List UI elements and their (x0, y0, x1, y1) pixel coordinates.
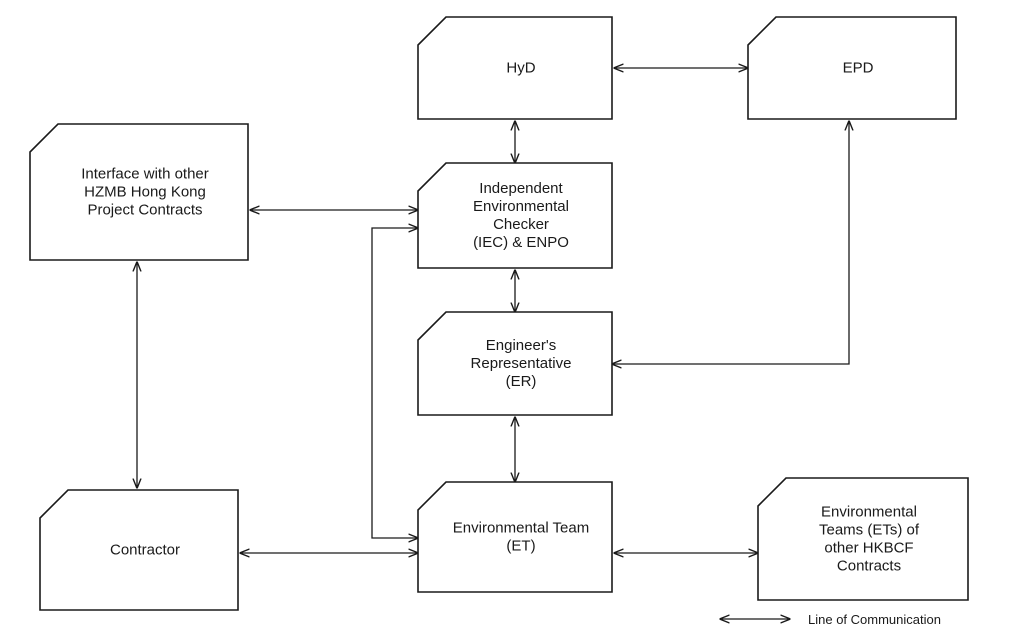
node-iec-shape (417, 162, 613, 269)
node-et: Environmental Team(ET) (417, 481, 613, 593)
node-hyd-label: HyD (506, 60, 535, 77)
node-et-label: Environmental Team(ET) (453, 520, 589, 555)
node-epd: EPD (747, 16, 957, 120)
connections (137, 68, 849, 553)
node-contractor-shape (39, 489, 239, 611)
node-hyd-shape (417, 16, 613, 120)
legend: Line of Communication (720, 612, 941, 627)
node-contractor-label: Contractor (110, 542, 180, 559)
node-epd-label: EPD (843, 60, 874, 77)
connector-epd-er (612, 121, 849, 364)
node-hyd: HyD (417, 16, 613, 120)
connector-iec-et (371, 228, 418, 538)
node-et-shape (417, 481, 613, 593)
node-other-ets-shape (757, 477, 969, 601)
node-er-shape (417, 311, 613, 416)
node-interface-shape (29, 123, 249, 261)
node-epd-shape (747, 16, 957, 120)
legend-label: Line of Communication (808, 612, 941, 627)
node-contractor: Contractor (39, 489, 239, 611)
